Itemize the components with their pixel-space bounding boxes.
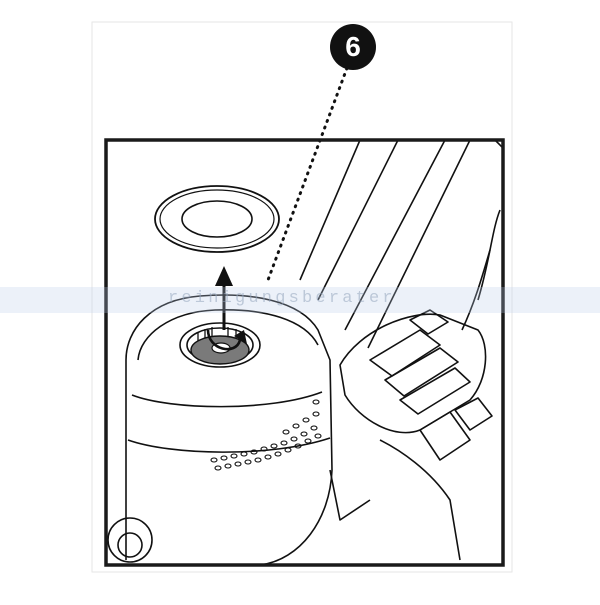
watermark-text: reinigungsberater — [168, 289, 396, 308]
detail-frame — [104, 138, 505, 567]
arrow-up-icon — [215, 266, 233, 330]
rotate-arrow-icon — [206, 329, 247, 351]
tube-edge-inner — [317, 140, 399, 301]
latch-edge — [329, 469, 371, 521]
motor-body-outline — [125, 294, 333, 565]
lower-housing-edge — [379, 439, 461, 561]
handle-curve — [477, 209, 501, 301]
bottom-knob-inner — [117, 532, 143, 558]
filter-ring-outer — [154, 185, 280, 253]
callout-badge: 6 — [330, 24, 376, 70]
motor-top-rim — [137, 309, 319, 361]
filter-ring-inner — [181, 200, 253, 238]
tube-edge-right — [344, 140, 446, 331]
motor-band-lower — [127, 437, 331, 453]
lower-button-2 — [454, 397, 493, 431]
device-drawing — [107, 140, 503, 565]
motor-band-line — [131, 391, 323, 408]
cap-opening-outer — [179, 322, 261, 368]
lower-button — [419, 411, 471, 461]
side-button-cluster — [339, 309, 487, 434]
callout-leader-line — [266, 66, 349, 282]
tube-edge-far — [367, 140, 471, 349]
handle-curve-inner — [461, 249, 491, 331]
bottom-knob-outer — [107, 517, 153, 563]
vent-holes — [210, 399, 322, 471]
watermark-band — [0, 287, 600, 313]
filter-ring-mid — [159, 189, 275, 249]
tube-edge-left — [299, 140, 361, 281]
page-border — [91, 21, 513, 573]
